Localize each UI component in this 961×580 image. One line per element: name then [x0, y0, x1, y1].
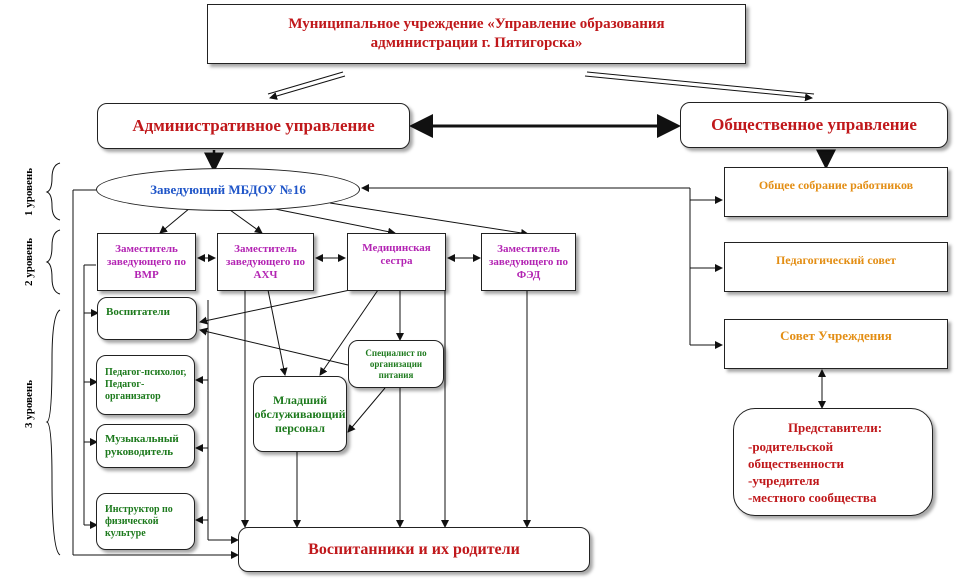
- educators-box: Воспитатели: [97, 297, 197, 340]
- level-3-label: 3 уровень: [23, 379, 36, 429]
- educators-label: Воспитатели: [106, 306, 170, 318]
- psychologist-box: Педагог-психолог, Педагог-организатор: [96, 355, 195, 415]
- admin-management-box: Административное управление: [97, 103, 410, 149]
- top-authority-box: Муниципальное учреждение «Управление обр…: [207, 4, 746, 64]
- general-assembly-box: Общее собрание работников: [724, 167, 948, 217]
- head-ellipse: Заведующий МБДОУ №16: [96, 168, 360, 211]
- level-1-label: 1 уровень: [23, 167, 36, 217]
- deputy-ahch-box: Заместитель заведующего по АХЧ: [217, 233, 314, 291]
- head-label: Заведующий МБДОУ №16: [150, 181, 306, 197]
- top-authority-line2: администрации г. Пятигорска»: [370, 35, 583, 51]
- junior-staff-label: Младший обслуживающий персонал: [254, 393, 346, 435]
- admin-management-label: Административное управление: [132, 116, 375, 135]
- institution-council-label: Совет Учреждения: [780, 328, 892, 343]
- deputy-fed-box: Заместитель заведующего по ФЭД: [481, 233, 576, 291]
- representatives-item: -родительской общественности: [748, 439, 844, 471]
- music-director-box: Музыкальный руководитель: [96, 424, 195, 468]
- deputy-vmr-box: Заместитель заведующего по ВМР: [97, 233, 196, 291]
- pedagogical-council-box: Педагогический совет: [724, 242, 948, 292]
- public-management-label: Общественное управление: [711, 115, 917, 134]
- representatives-item: -учредителя: [748, 473, 820, 488]
- junior-staff-box: Младший обслуживающий персонал: [253, 376, 347, 452]
- music-director-label: Музыкальный руководитель: [105, 433, 179, 458]
- institution-council-box: Совет Учреждения: [724, 319, 948, 369]
- deputy-vmr-label: Заместитель заведующего по ВМР: [106, 242, 187, 281]
- general-assembly-label: Общее собрание работников: [758, 178, 914, 192]
- level-2-label: 2 уровень: [23, 237, 36, 287]
- nutrition-specialist-box: Специалист по организации питания: [348, 340, 444, 388]
- deputy-ahch-label: Заместитель заведующего по АХЧ: [225, 242, 306, 281]
- top-authority-line1: Муниципальное учреждение «Управление обр…: [288, 16, 665, 32]
- pe-instructor-label: Инструктор по физической культуре: [105, 503, 173, 539]
- pupils-parents-box: Воспитанники и их родители: [238, 527, 590, 572]
- public-management-box: Общественное управление: [680, 102, 948, 148]
- pedagogical-council-label: Педагогический совет: [775, 253, 897, 267]
- nurse-label: Медицинская сестра: [362, 242, 431, 267]
- representatives-box: Представители: -родительской общественно…: [733, 408, 933, 516]
- nurse-box: Медицинская сестра: [347, 233, 446, 291]
- nutrition-specialist-label: Специалист по организации питания: [365, 347, 427, 380]
- psychologist-label: Педагог-психолог, Педагог-организатор: [105, 367, 187, 402]
- pupils-parents-label: Воспитанники и их родители: [308, 540, 520, 558]
- representatives-item: -местного сообщества: [748, 490, 877, 505]
- deputy-fed-label: Заместитель заведующего по ФЭД: [488, 242, 569, 281]
- pe-instructor-box: Инструктор по физической культуре: [96, 493, 195, 550]
- representatives-title: Представители:: [787, 420, 883, 435]
